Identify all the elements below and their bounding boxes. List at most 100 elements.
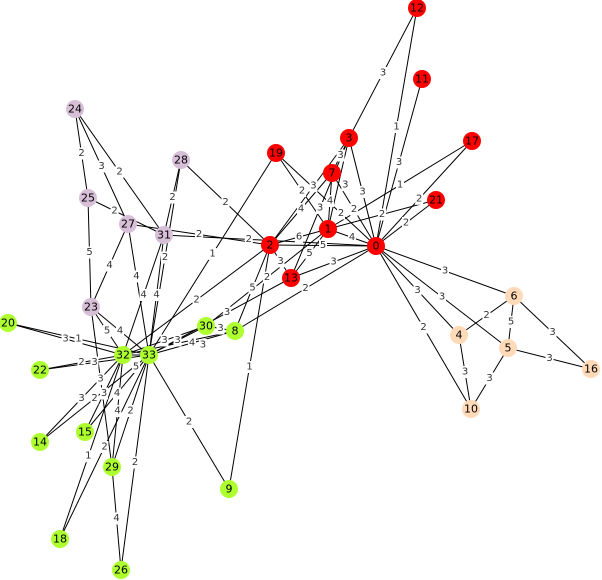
edge-weight-label: 3 <box>461 366 469 378</box>
node-circle <box>323 164 341 182</box>
edge-weight-text: 3 <box>98 161 104 172</box>
node-label: 13 <box>284 272 298 285</box>
node-circle <box>119 215 137 233</box>
edge-weight-label: 2 <box>221 196 230 209</box>
edge-weight-text: 2 <box>127 406 133 417</box>
edge-weight-text: 2 <box>483 310 489 321</box>
edge-weight-label: 2 <box>402 217 410 229</box>
node-label: 17 <box>465 135 479 148</box>
edge-weight-background <box>402 217 410 229</box>
node-17: 17 <box>463 132 481 150</box>
edge-weight-text: 3 <box>337 150 343 161</box>
node-16: 16 <box>582 360 600 378</box>
edge-weight-background <box>216 322 225 335</box>
edge-weight-background <box>139 289 148 301</box>
edge-weight-text: 2 <box>78 357 84 368</box>
edge-weight-text: 5 <box>104 326 110 337</box>
node-label: 23 <box>84 301 98 314</box>
node-30: 30 <box>197 317 215 335</box>
edge-weight-label: 3 <box>395 156 403 169</box>
edge-weight-label: 3 <box>545 352 554 365</box>
edge-weight-label: 3 <box>173 334 182 347</box>
node-label: 4 <box>456 329 463 342</box>
node-label: 20 <box>1 317 15 330</box>
edge-weight-label: 2 <box>350 203 358 216</box>
edge-weight-text: 2 <box>116 167 122 178</box>
node-9: 9 <box>220 480 238 498</box>
edge-weight-label: 2 <box>192 294 201 306</box>
edge-weight-text: 3 <box>486 373 492 384</box>
edge-weight-text: 4 <box>153 290 159 301</box>
edge-weight-background <box>168 191 177 204</box>
edge-weight-text: 3 <box>161 335 167 346</box>
edge-weight-background <box>208 248 217 260</box>
edge-weight-text: 3 <box>101 388 107 399</box>
edge-weight-text: 2 <box>351 204 357 215</box>
edge-weight-background <box>413 284 422 297</box>
node-circle <box>66 100 84 118</box>
node-14: 14 <box>31 433 49 451</box>
edge-weight-text: 5 <box>508 317 514 328</box>
edge-0-17 <box>375 140 473 247</box>
node-label: 30 <box>199 320 213 333</box>
edge-weight-background <box>301 282 310 295</box>
edge-weight-text: 2 <box>186 417 192 428</box>
node-circle <box>172 151 190 169</box>
edge-weight-label: 4 <box>116 325 124 337</box>
edge-weight-label: 1 <box>74 333 83 345</box>
edge-weight-background <box>74 333 83 345</box>
node-circle <box>261 236 279 254</box>
edge-weight-text: 2 <box>101 442 107 453</box>
node-circle <box>0 314 17 332</box>
edge-weight-text: 1 <box>393 122 399 133</box>
edge-weight-label: 6 <box>295 231 303 243</box>
edge-weight-text: 3 <box>546 353 552 364</box>
edge-weight-text: 3 <box>200 340 206 351</box>
edge-weight-label: 2 <box>337 207 345 220</box>
node-label: 32 <box>116 349 130 362</box>
edge-weight-background <box>276 255 285 268</box>
node-label: 16 <box>584 363 598 376</box>
edge-weight-label: 3 <box>316 202 324 214</box>
edge-weight-background <box>297 203 305 215</box>
edge-weight-label: 3 <box>379 67 387 79</box>
edge-weight-text: 1 <box>397 180 403 191</box>
edge-weight-background <box>329 256 338 268</box>
edge-weight-text: 3 <box>277 256 283 267</box>
edge-weight-label: 2 <box>131 456 139 469</box>
edge-weight-background <box>419 321 428 334</box>
edge-weight-label: 1 <box>84 450 93 463</box>
node-circle <box>31 361 49 379</box>
node-label: 14 <box>33 436 47 449</box>
edge-weight-background <box>245 361 254 373</box>
node-label: 12 <box>410 2 424 15</box>
edge-weight-text: 2 <box>403 218 409 229</box>
edge-weight-text: 3 <box>97 374 103 385</box>
edge-weight-text: 2 <box>338 208 344 219</box>
edge-weight-text: 3 <box>380 68 386 79</box>
node-label: 10 <box>464 403 478 416</box>
edge-weight-text: 2 <box>299 186 305 197</box>
node-circle <box>112 561 130 579</box>
node-label: 27 <box>121 218 135 231</box>
edge-weight-label: 2 <box>77 147 86 160</box>
edge-weight-text: 3 <box>439 292 445 303</box>
edge-weight-text: 3 <box>442 266 448 277</box>
node-27: 27 <box>119 215 137 233</box>
node-circle <box>505 287 523 305</box>
edge-weight-label: 2 <box>298 185 306 197</box>
node-circle <box>51 530 69 548</box>
edge-weight-text: 3 <box>414 285 420 296</box>
edge-weight-background <box>188 337 196 349</box>
node-circle <box>340 129 358 147</box>
edge-weight-background <box>438 291 446 303</box>
edge-weight-background <box>105 259 114 272</box>
node-7: 7 <box>323 164 341 182</box>
edge-weight-background <box>160 334 169 347</box>
edge-weight-label: 2 <box>77 356 86 369</box>
edge-weight-text: 1 <box>85 451 91 462</box>
edge-weight-text: 4 <box>298 204 304 215</box>
edge-weight-label: 2 <box>90 392 99 405</box>
edge-weight-text: 4 <box>349 232 355 243</box>
